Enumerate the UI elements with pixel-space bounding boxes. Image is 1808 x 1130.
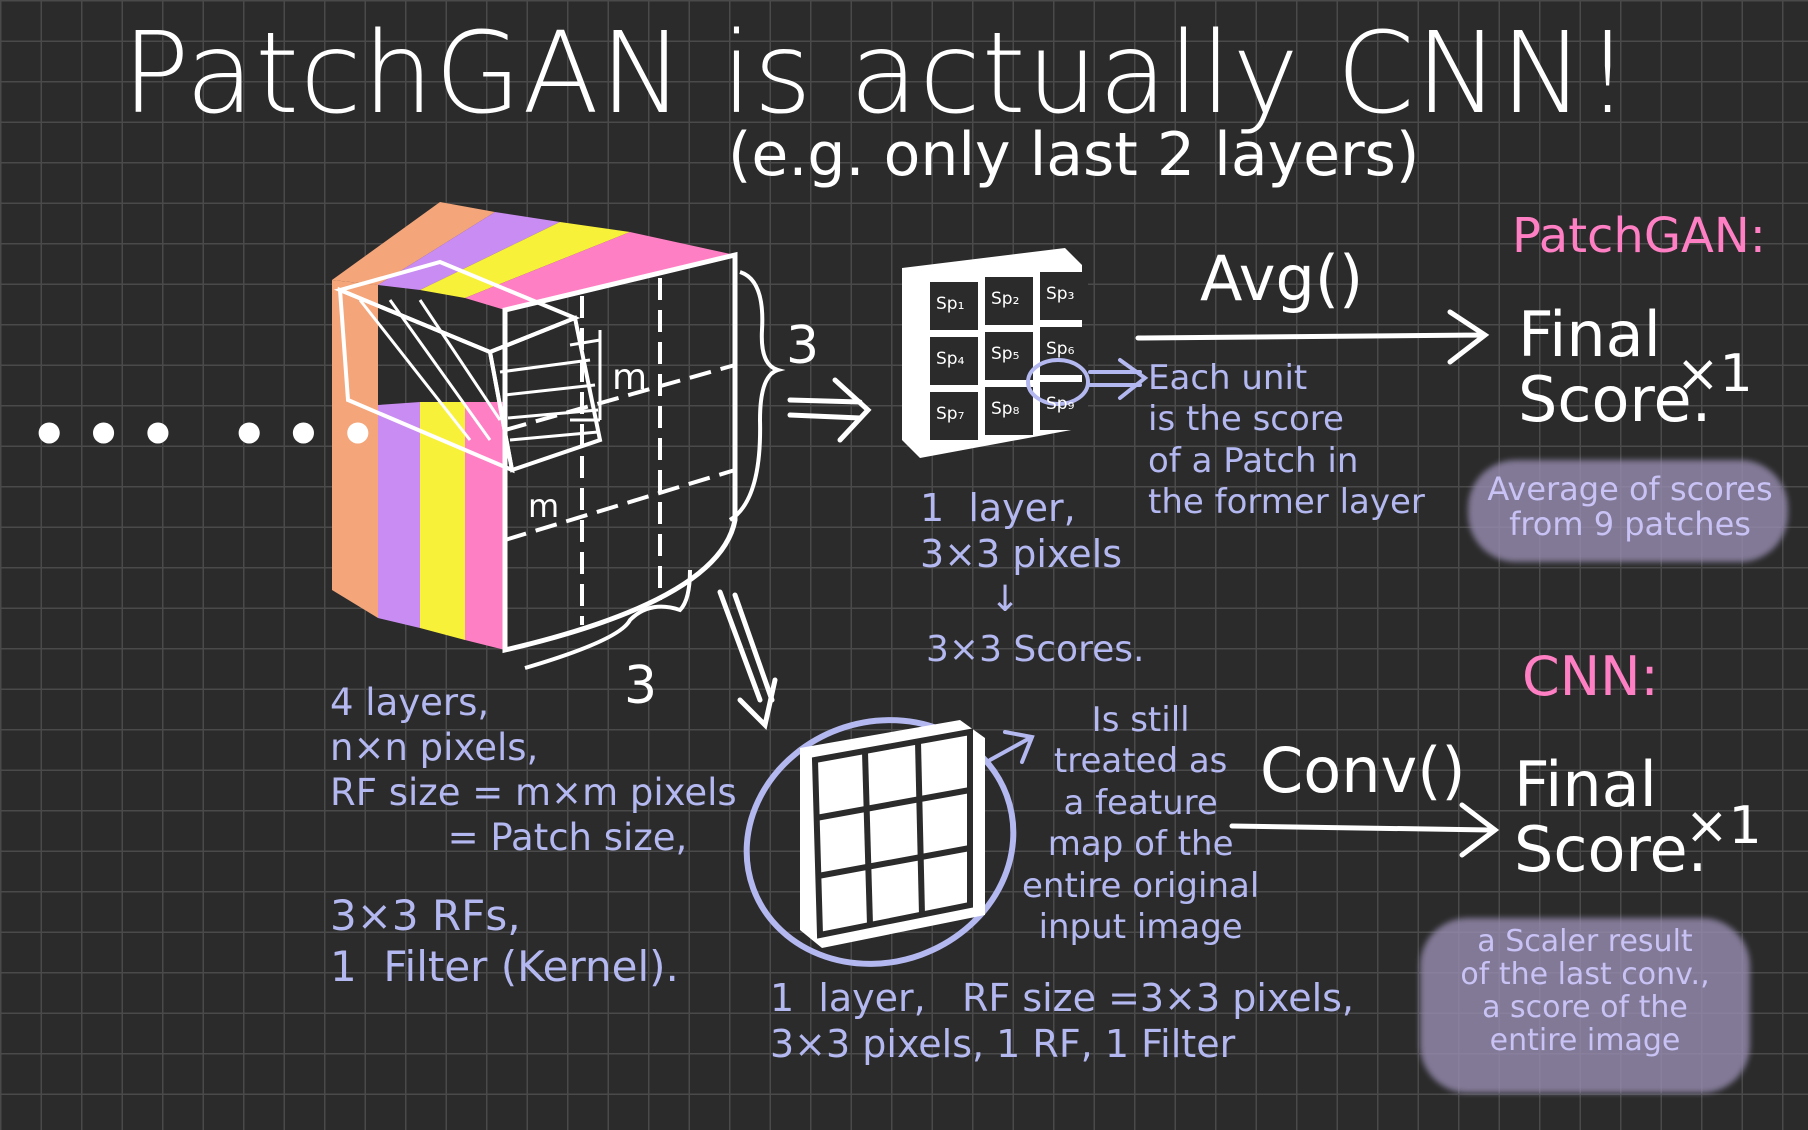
arrow-to-unit-note [1088, 358, 1149, 400]
stripe-orange-top [332, 202, 495, 285]
cnn-note-highlight [1420, 918, 1750, 1093]
avg-arrow [1135, 309, 1490, 365]
ellipsis-previous-layers: ••• ••• [30, 400, 393, 470]
cnn-note: a Scaler result of the last conv., a sco… [1460, 924, 1710, 1058]
input-block-description: 4 layers, n×n pixels, RF size = m×m pixe… [330, 681, 737, 860]
brace-bottom [524, 569, 692, 670]
conv-op-label: Conv() [1260, 734, 1466, 807]
patch-cell-label: Sp₂ [991, 289, 1020, 309]
patch-cell [985, 387, 1033, 435]
patch-cell-label: Sp₅ [991, 344, 1020, 364]
dim-label-bottom: 3 [624, 656, 658, 716]
block-front-face [502, 251, 738, 654]
patch-cell [930, 337, 978, 385]
patch-layer-grid [902, 248, 1088, 458]
patch-cell [985, 332, 1033, 380]
cnn-layer-description: 1 layer, RF size =3×3 pixels, 3×3 pixels… [770, 976, 1355, 1067]
stripe-pink-top [465, 232, 735, 310]
cnn-heading: CNN: [1522, 645, 1659, 708]
patchgan-heading: PatchGAN: [1512, 208, 1766, 264]
page-title: PatchGAN is actually CNN! [122, 9, 1631, 139]
arrow-to-patch-layer [787, 377, 872, 443]
patch-cell-label: Sp₉ [1046, 394, 1075, 414]
unit-note: Each unit is the score of a Patch in the… [1148, 358, 1425, 523]
conv-arrow [1229, 802, 1500, 858]
patch-cell-label: Sp₁ [936, 294, 965, 314]
arrow-to-cnn-note [988, 730, 1035, 764]
stripe-yellow-front [420, 402, 465, 640]
down-arrow-icon: ↓ [990, 579, 1021, 620]
patchgan-note: Average of scores from 9 patches [1487, 470, 1773, 544]
avg-op-label: Avg() [1200, 242, 1364, 315]
cnn-mult: ×1 [1685, 796, 1762, 856]
stripe-purple-top [378, 212, 560, 290]
sp9-highlight [1026, 358, 1090, 406]
patch-cell [985, 277, 1033, 325]
cnn-layer-grid [743, 717, 1017, 967]
stripe-orange-front [332, 405, 378, 618]
input-block-description-2: 3×3 RFs, 1 Filter (Kernel). [330, 891, 679, 992]
arrow-to-cnn-layer [717, 589, 778, 730]
stripe-yellow-top [420, 222, 630, 298]
patchgan-final-score: Final Score. [1518, 298, 1712, 437]
cnn-final-score: Final Score. [1514, 748, 1708, 887]
patch-cell-label: Sp₃ [1046, 284, 1075, 304]
receptive-field-cube [333, 259, 603, 474]
patch-cell-label: Sp₈ [991, 399, 1020, 419]
patch-cell-label: Sp₇ [936, 404, 965, 424]
cnn-layer-note: Is still treated as a feature map of the… [1022, 700, 1260, 948]
patch-cell-label: Sp₆ [1046, 339, 1075, 359]
m-label-side: m [528, 487, 560, 525]
m-label-top: m [612, 357, 648, 398]
patch-layer-scores: 3×3 Scores. [926, 629, 1145, 670]
patchgan-note-highlight [1468, 460, 1788, 562]
stripe-purple-front [378, 402, 420, 628]
patch-layer-description: 1 layer, 3×3 pixels [920, 486, 1123, 577]
patch-cell [930, 282, 978, 330]
input-layers-block [332, 202, 786, 670]
brace-right [728, 270, 786, 522]
page-subtitle: (e.g. only last 2 layers) [728, 120, 1420, 190]
patch-cell [1040, 382, 1088, 430]
patch-cell [1040, 272, 1088, 320]
dim-label-right: 3 [786, 316, 820, 376]
patch-cell [930, 392, 978, 440]
patch-cell-label: Sp₄ [936, 349, 965, 369]
patchgan-mult: ×1 [1676, 344, 1753, 404]
